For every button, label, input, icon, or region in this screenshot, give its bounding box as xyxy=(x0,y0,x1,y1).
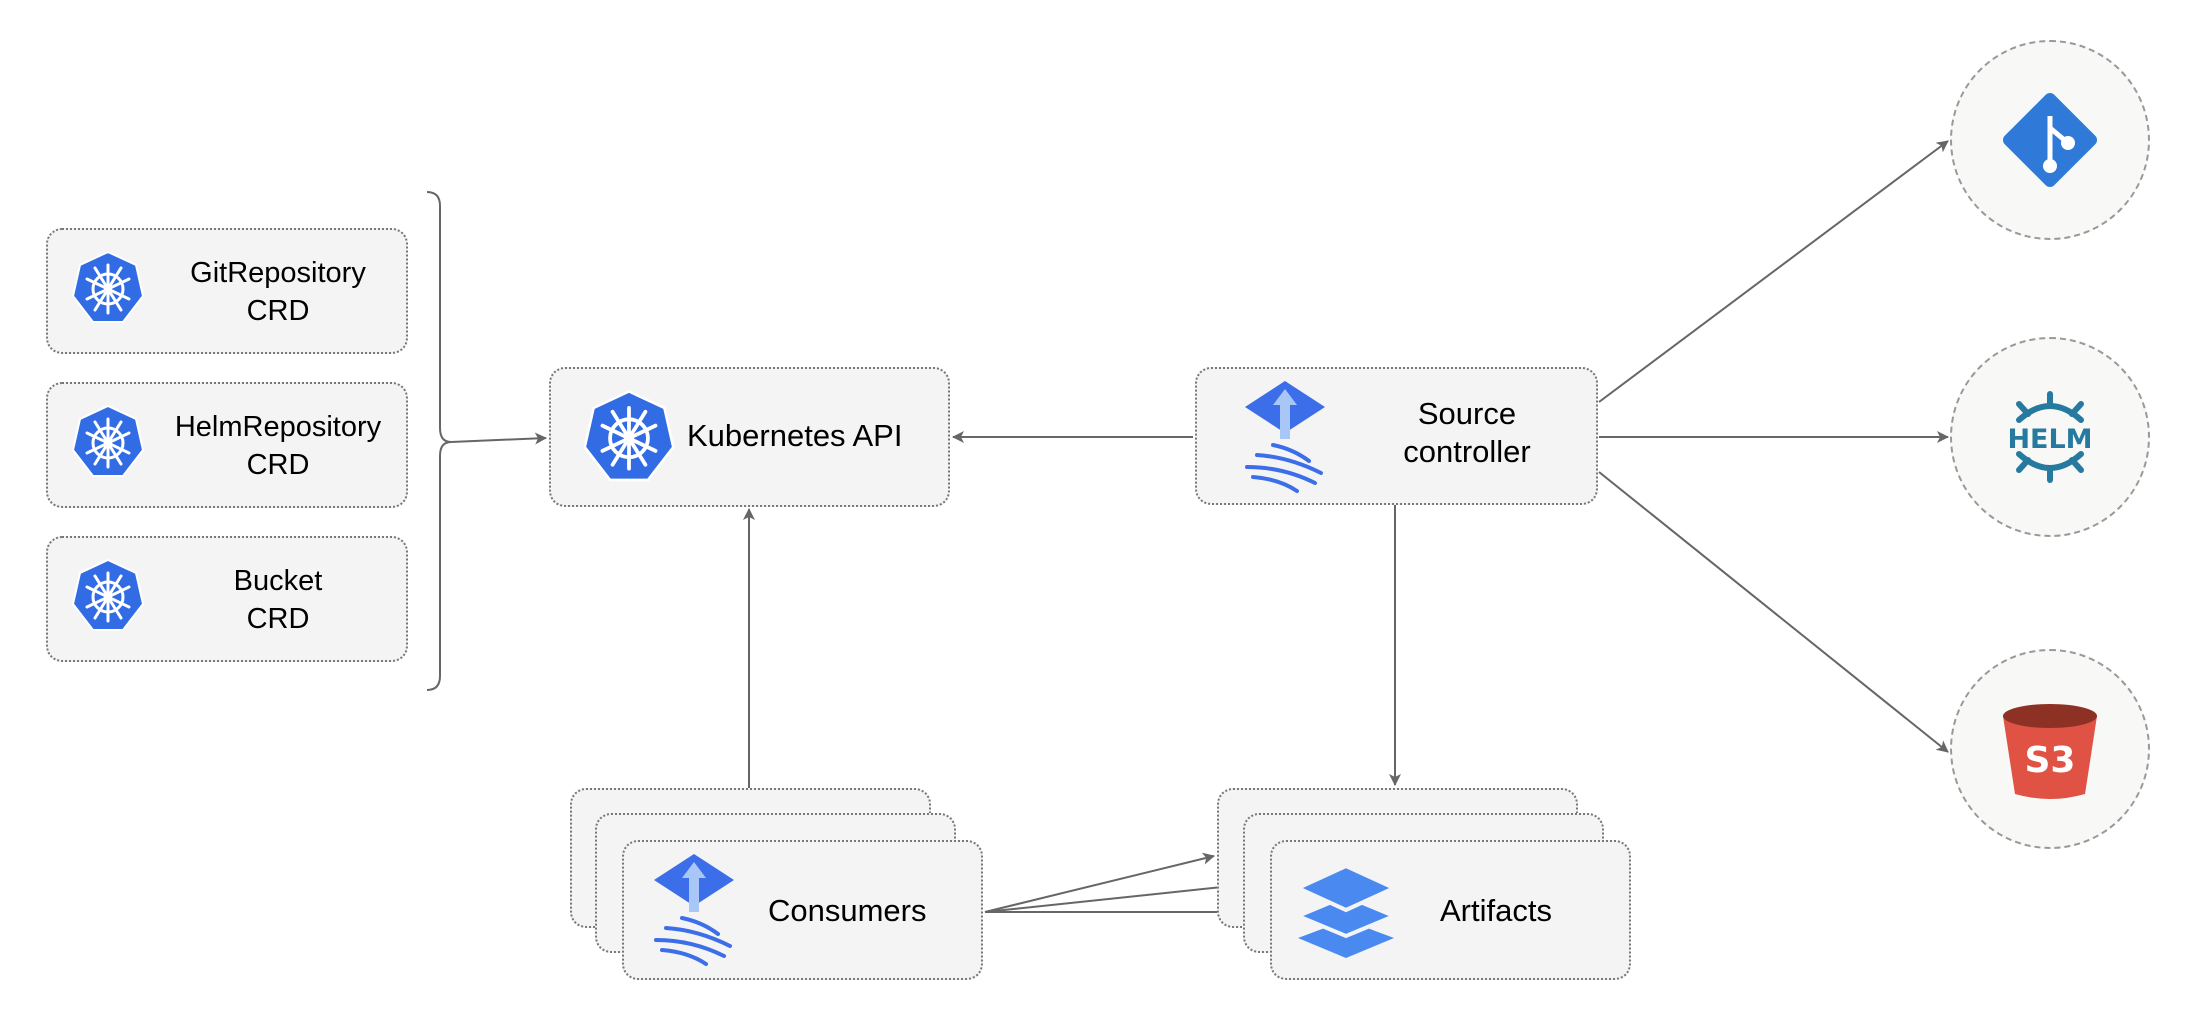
s3-bucket-icon: S3 xyxy=(2003,704,2097,799)
artifacts-label: Artifacts xyxy=(1440,893,1552,928)
s3-source[interactable]: S3 xyxy=(1950,649,2150,849)
artifacts-node[interactable]: Artifacts xyxy=(1270,840,1631,980)
kubernetes-icon xyxy=(582,389,676,482)
kubernetes-icon xyxy=(71,558,145,632)
arrow-source-to-s3 xyxy=(1598,471,1949,753)
arrow-consumers-to-artifact-1 xyxy=(984,852,1215,913)
crd-brace xyxy=(426,191,452,691)
consumers-label: Consumers xyxy=(768,893,927,928)
flux-icon xyxy=(652,852,736,966)
kubernetes-icon xyxy=(71,250,145,324)
flux-icon xyxy=(1243,379,1327,493)
arrow-crds-to-api xyxy=(450,432,547,445)
helm-icon: HELM xyxy=(2007,391,2093,483)
s3-wordmark: S3 xyxy=(2025,740,2076,781)
kubernetes-api-label: Kubernetes API xyxy=(687,418,903,453)
arrow-consumers-to-artifact-2 xyxy=(984,880,1242,913)
helm-wordmark: HELM xyxy=(2007,424,2092,455)
helm-source[interactable]: HELM xyxy=(1950,337,2150,537)
consumers-node[interactable]: Consumers xyxy=(622,840,983,980)
kubernetes-icon xyxy=(71,404,145,478)
layers-icon xyxy=(1296,864,1396,958)
kubernetes-api-node[interactable]: Kubernetes API xyxy=(549,367,950,507)
arrow-source-to-git xyxy=(1598,140,1949,403)
git-source[interactable] xyxy=(1950,40,2150,240)
git-icon xyxy=(2002,92,2098,188)
